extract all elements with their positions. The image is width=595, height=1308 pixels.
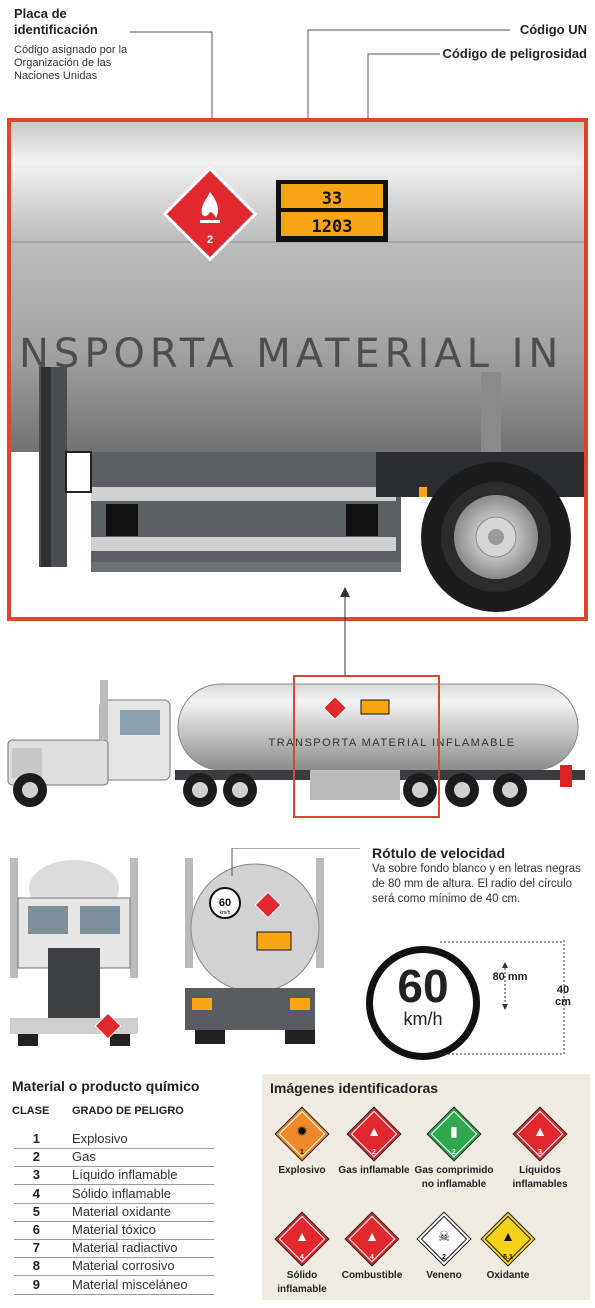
svg-text:2: 2 <box>442 1254 446 1261</box>
hazard-code: 33 <box>322 189 342 209</box>
hazard-diamond-class: 2 <box>207 234 213 246</box>
explosion-icon: ✹1 <box>274 1106 330 1162</box>
truck-side-view: TRANSPORTA MATERIAL INFLAMABLE <box>7 675 585 818</box>
clase-cell: 1 <box>32 1131 40 1146</box>
speed-title: Rótulo de velocidad <box>372 845 506 861</box>
svg-text:▲: ▲ <box>533 1123 547 1139</box>
table-row: 2 Gas <box>14 1148 214 1168</box>
table-row: 6 Material tóxico <box>14 1221 214 1240</box>
clase-cell: 7 <box>32 1240 40 1256</box>
clase-cell: 2 <box>32 1149 40 1165</box>
grado-cell: Material corrosivo <box>72 1258 175 1274</box>
svg-text:▲: ▲ <box>365 1228 379 1244</box>
flame-icon: ▲4 <box>274 1211 330 1267</box>
svg-text:2: 2 <box>372 1149 376 1156</box>
col-clase-header: CLASE <box>12 1105 50 1117</box>
col-grado-header: GRADO DE PELIGRO <box>72 1105 184 1117</box>
tank-detail-illustration: NSPORTA MATERIAL IN 2 33 1203 <box>11 122 584 612</box>
hazard-diamond-icon: 2 <box>162 166 258 262</box>
dim-letters-label: 80 mm <box>492 971 528 983</box>
grado-cell: Explosivo <box>72 1131 128 1146</box>
table-row: 1 Explosivo <box>14 1130 214 1149</box>
tank-detail-frame: NSPORTA MATERIAL IN 2 33 1203 <box>7 118 588 621</box>
table-row: 8 Material corrosivo <box>14 1257 214 1277</box>
speed-sign: 60 km/h <box>366 946 480 1060</box>
un-placard: 33 1203 <box>276 180 388 242</box>
ident-label: Líquidos inflamables <box>512 1165 568 1190</box>
grado-cell: Material radiactivo <box>72 1240 178 1256</box>
svg-text:▲: ▲ <box>367 1123 381 1139</box>
clase-cell: 5 <box>32 1203 40 1219</box>
svg-text:▲: ▲ <box>295 1228 309 1244</box>
table-row: 3 Líquido inflamable <box>14 1166 214 1186</box>
table-row: 5 Material oxidante <box>14 1203 214 1222</box>
svg-text:3: 3 <box>538 1149 542 1156</box>
svg-text:4: 4 <box>300 1254 304 1261</box>
un-code: 1203 <box>312 217 353 237</box>
grado-cell: Material tóxico <box>72 1222 156 1237</box>
clase-cell: 4 <box>32 1185 40 1201</box>
skull-icon: ☠2 <box>416 1211 472 1267</box>
grado-cell: Material oxidante <box>72 1203 171 1219</box>
svg-text:1: 1 <box>300 1149 304 1156</box>
placa-description: Código asignado por la Organización de l… <box>14 44 128 82</box>
svg-text:▮: ▮ <box>450 1123 458 1139</box>
speed-unit: km/h <box>403 1009 443 1029</box>
ident-label: Combustible <box>341 1270 403 1281</box>
svg-text:4: 4 <box>370 1254 374 1261</box>
table-row: 7 Material radiactivo <box>14 1239 214 1259</box>
ident-label: Sólido inflamable <box>277 1270 327 1295</box>
table-row: 9 Material misceláneo <box>14 1276 214 1295</box>
svg-text:5.1: 5.1 <box>503 1254 513 1261</box>
oxidizer-flame-icon: ▲ 5.1 <box>480 1211 536 1267</box>
truck-rear-view: 60 km/h <box>185 858 324 1044</box>
table-row: 4 Sólido inflamable <box>14 1185 214 1204</box>
flame-icon: ▲3 <box>512 1106 568 1162</box>
svg-text:km/h: km/h <box>220 910 231 916</box>
speed-description: Va sobre fondo blanco y en letras negras… <box>372 863 581 905</box>
svg-text:✹: ✹ <box>296 1123 308 1139</box>
materials-title: Material o producto químico <box>12 1078 200 1094</box>
flame-icon: ▲4 <box>344 1211 400 1267</box>
tank-large-text: NSPORTA MATERIAL IN <box>19 331 563 377</box>
grado-cell: Sólido inflamable <box>72 1185 172 1201</box>
speed-value: 60 <box>397 960 449 1012</box>
svg-text:☠: ☠ <box>438 1228 451 1244</box>
ident-label: Explosivo <box>278 1165 326 1176</box>
clase-cell: 6 <box>32 1222 40 1237</box>
codigo-un-label: Código UN <box>519 22 587 37</box>
svg-text:60: 60 <box>219 897 231 909</box>
gas-cylinder-icon: ▮2 <box>426 1106 482 1162</box>
clase-cell: 3 <box>32 1167 40 1183</box>
tank-small-text: TRANSPORTA MATERIAL INFLAMABLE <box>269 737 516 749</box>
truck-front-rear-views: 60 km/h <box>10 848 360 1046</box>
ident-label: Gas comprimido no inflamable <box>414 1165 494 1190</box>
placa-title: Placa de identificación <box>14 6 98 37</box>
ident-label: Veneno <box>426 1270 462 1281</box>
flame-icon: ▲2 <box>346 1106 402 1162</box>
dim-circle-label: 40 cm <box>555 984 571 1008</box>
svg-text:2: 2 <box>452 1149 456 1156</box>
grado-cell: Líquido inflamable <box>72 1167 178 1183</box>
identificadoras-title: Imágenes identificadoras <box>270 1080 439 1096</box>
speed-dimensions <box>440 940 565 1056</box>
clase-cell: 9 <box>32 1276 40 1292</box>
grado-cell: Material misceláneo <box>72 1276 188 1292</box>
ident-label: Gas inflamable <box>338 1165 410 1176</box>
clase-cell: 8 <box>32 1258 40 1274</box>
codigo-peligrosidad-label: Código de peligrosidad <box>442 46 587 61</box>
truck-front-view <box>10 858 138 1046</box>
svg-text:▲: ▲ <box>501 1228 515 1244</box>
zoom-arrow <box>340 587 350 677</box>
ident-label: Oxidante <box>486 1270 530 1281</box>
grado-cell: Gas <box>72 1149 96 1165</box>
